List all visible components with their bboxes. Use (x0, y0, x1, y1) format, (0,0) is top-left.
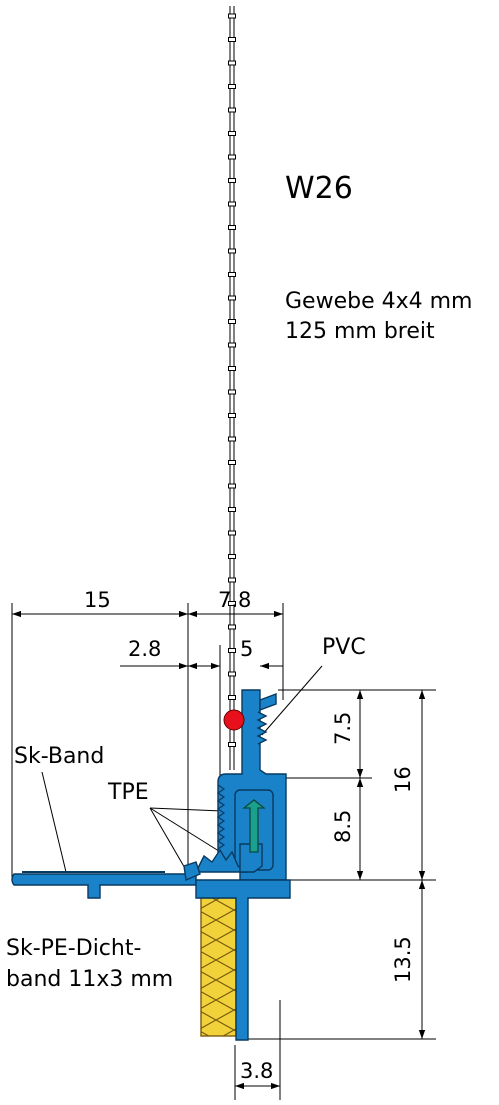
mesh-spec-line2: 125 mm breit (285, 319, 435, 344)
mesh-tick (228, 60, 236, 66)
mesh-spec-line1: Gewebe 4x4 mm (285, 289, 472, 314)
red-seal-dot (223, 709, 245, 731)
mesh-tick (228, 742, 236, 747)
drawing-title: W26 (285, 171, 353, 206)
mesh-tick (228, 624, 236, 630)
mesh-tick (228, 695, 236, 700)
foam-seal-tape (200, 897, 237, 1037)
main-profile (183, 689, 291, 1041)
label-tpe: TPE (107, 780, 149, 805)
mesh-tick (228, 342, 236, 348)
sk-band-strip (11, 871, 197, 899)
dim-5: 5 (240, 637, 253, 661)
dim-3-8: 3.8 (240, 1059, 273, 1083)
mesh-tick (228, 483, 236, 489)
dim-7-5: 7.5 (331, 712, 355, 745)
mesh-tick (228, 107, 236, 113)
label-dichtband-line2: band 11x3 mm (6, 967, 173, 992)
dim-13-5: 13.5 (391, 936, 415, 983)
dim-15: 15 (84, 588, 111, 612)
mesh-tick (228, 13, 236, 19)
dimension-lines (12, 610, 426, 1090)
mesh-tick (228, 413, 236, 418)
mesh-tick (228, 154, 236, 160)
mesh-tick (228, 272, 236, 277)
mesh-tick (228, 577, 236, 583)
mesh-strip (228, 6, 236, 770)
extension-lines (11, 603, 436, 1100)
mesh-tick (228, 37, 236, 42)
mesh-tick (228, 201, 236, 207)
mesh-tick (228, 319, 236, 324)
label-sk-band: Sk-Band (14, 744, 104, 769)
mesh-tick (228, 530, 236, 536)
label-dichtband-line1: Sk-PE-Dicht- (6, 936, 141, 961)
mesh-tick (228, 366, 236, 371)
dim-7-8: 7.8 (218, 588, 251, 612)
mesh-tick (228, 84, 236, 89)
mesh-tick (228, 295, 236, 301)
mesh-tick (228, 225, 236, 230)
mesh-tick (228, 554, 236, 559)
mesh-tick (228, 131, 236, 136)
mesh-tick (228, 178, 236, 183)
mesh-tick (228, 389, 236, 395)
mesh-tick (228, 507, 236, 512)
mesh-tick (228, 601, 236, 606)
mesh-tick (228, 671, 236, 677)
mesh-tick (228, 248, 236, 254)
mesh-tick (228, 436, 236, 442)
mesh-tick (228, 648, 236, 653)
dim-8-5: 8.5 (331, 810, 355, 843)
tpe-insert (242, 799, 266, 853)
dim-16: 16 (391, 766, 415, 793)
label-pvc: PVC (322, 635, 366, 660)
mesh-tick (228, 460, 236, 465)
dim-2-8: 2.8 (128, 637, 161, 661)
